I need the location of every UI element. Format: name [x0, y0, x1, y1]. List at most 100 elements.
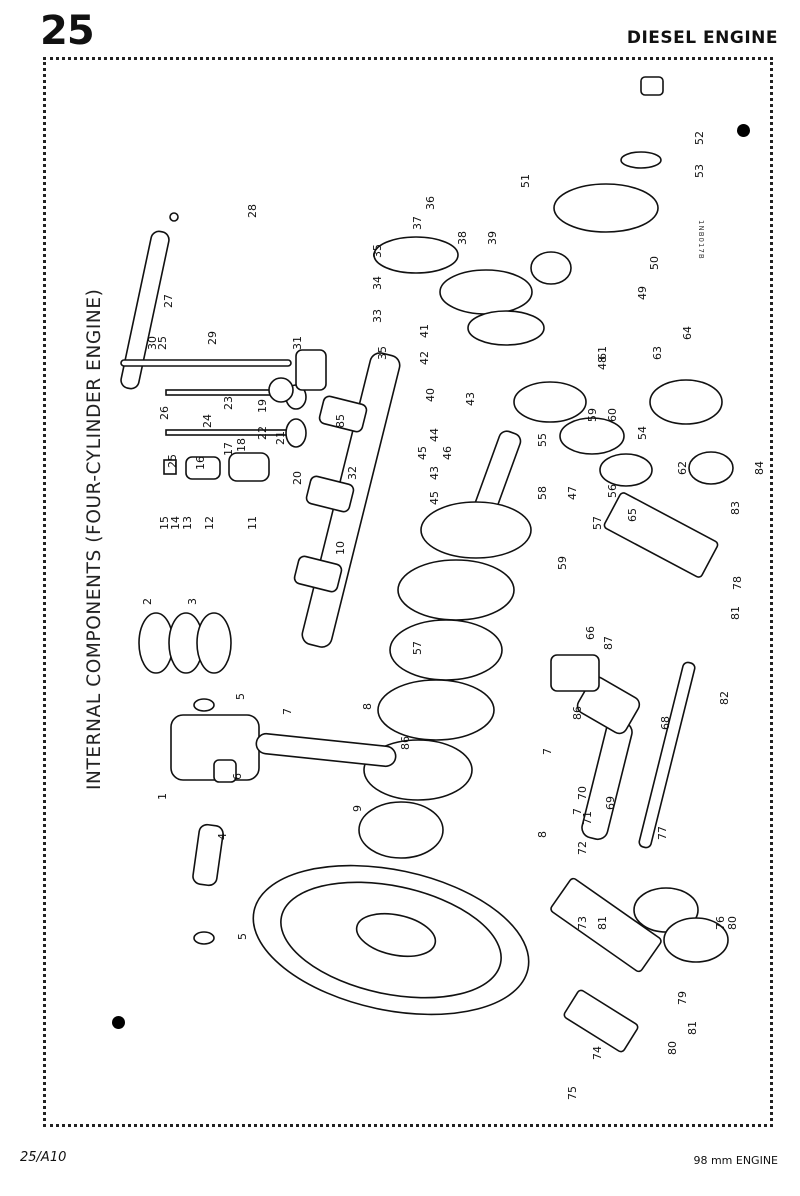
callout-21: 21 [274, 431, 287, 445]
callout-65: 65 [626, 508, 639, 522]
callout-35: 35 [376, 346, 389, 360]
callout-44: 44 [428, 428, 441, 442]
callout-64: 64 [681, 326, 694, 340]
timing-gears [373, 76, 734, 487]
callout-10: 10 [334, 541, 347, 555]
section-title: DIESEL ENGINE [626, 28, 778, 48]
callout-45: 45 [416, 446, 429, 460]
callout-49: 49 [636, 286, 649, 300]
callout-75: 75 [566, 1086, 579, 1100]
callout-81: 81 [686, 1021, 699, 1035]
callout-14: 14 [169, 516, 182, 530]
callout-72: 72 [576, 841, 589, 855]
callout-4: 4 [216, 833, 229, 840]
callout-23: 23 [222, 396, 235, 410]
callout-31: 31 [291, 336, 304, 350]
callout-57: 57 [411, 641, 424, 655]
callout-52: 52 [693, 131, 706, 145]
callout-86: 86 [399, 736, 412, 750]
callout-54: 54 [636, 426, 649, 440]
callout-11: 11 [246, 516, 259, 530]
callout-36: 36 [424, 196, 437, 210]
crankshaft [358, 430, 532, 859]
piston-assembly [138, 612, 397, 945]
callout-59: 59 [556, 556, 569, 570]
footer-engine-label: 98 mm ENGINE [693, 1154, 778, 1167]
callout-26: 26 [158, 406, 171, 420]
callout-17: 17 [222, 442, 235, 456]
valve-springs [163, 452, 270, 482]
callout-50: 50 [648, 256, 661, 270]
callout-37: 37 [411, 216, 424, 230]
callout-35: 35 [371, 244, 384, 258]
callout-77: 77 [656, 826, 669, 840]
figure-frame [43, 57, 773, 1127]
callout-47: 47 [566, 486, 579, 500]
callout-46: 46 [441, 446, 454, 460]
callout-1: 1 [156, 793, 169, 800]
callout-13: 13 [181, 516, 194, 530]
callout-18: 18 [235, 438, 248, 452]
callout-30: 30 [146, 336, 159, 350]
callout-19: 19 [256, 399, 269, 413]
callout-24: 24 [201, 414, 214, 428]
callout-5: 5 [236, 933, 249, 940]
binding-hole-top [737, 124, 750, 137]
callout-7: 7 [541, 748, 554, 755]
callout-82: 82 [718, 691, 731, 705]
callout-48: 48 [596, 356, 609, 370]
callout-38: 38 [456, 231, 469, 245]
callout-42: 42 [418, 351, 431, 365]
callout-71: 71 [581, 811, 594, 825]
page-number: 25 [40, 8, 95, 54]
callout-43: 43 [464, 392, 477, 406]
callout-40: 40 [424, 388, 437, 402]
callout-7: 7 [281, 708, 294, 715]
callout-12: 12 [203, 516, 216, 530]
callout-16: 16 [194, 456, 207, 470]
camshaft [293, 352, 401, 648]
callout-70: 70 [576, 786, 589, 800]
callout-43: 43 [428, 466, 441, 480]
callout-22: 22 [256, 426, 269, 440]
callout-60: 60 [606, 408, 619, 422]
callout-57: 57 [591, 516, 604, 530]
callout-55: 55 [536, 433, 549, 447]
exploded-parts-diagram: 1 2 3 4 5 5 6 7 7 7 8 8 9 10 11 12 13 14… [120, 76, 766, 1100]
callout-51: 51 [519, 174, 532, 188]
rocker-shaft [120, 212, 179, 390]
callout-28: 28 [246, 204, 259, 218]
callout-59: 59 [586, 408, 599, 422]
callout-15: 15 [158, 516, 171, 530]
callout-39: 39 [486, 231, 499, 245]
callout-41: 41 [418, 324, 431, 338]
callout-25: 25 [166, 454, 179, 468]
callout-62: 62 [676, 461, 689, 475]
callout-80: 80 [726, 916, 739, 930]
callout-74: 74 [591, 1046, 604, 1060]
oil-pump-assembly [550, 492, 729, 1053]
callout-20: 20 [291, 471, 304, 485]
flywheel [252, 864, 530, 1016]
callout-32: 32 [346, 466, 359, 480]
callout-86: 86 [571, 706, 584, 720]
callout-7: 7 [571, 808, 584, 815]
callout-5: 5 [234, 693, 247, 700]
callout-27: 27 [162, 294, 175, 308]
callout-81: 81 [729, 606, 742, 620]
callout-9: 9 [351, 805, 364, 812]
callout-76: 76 [714, 916, 727, 930]
callout-73: 73 [576, 916, 589, 930]
callout-83: 83 [729, 501, 742, 515]
callout-69: 69 [604, 796, 617, 810]
callout-33: 33 [371, 309, 384, 323]
callout-66: 66 [584, 626, 597, 640]
callout-61: 61 [596, 346, 609, 360]
footer-page-code: 25/A10 [20, 1150, 67, 1165]
callout-6: 6 [231, 773, 244, 780]
callout-85: 85 [334, 414, 347, 428]
callout-29: 29 [206, 331, 219, 345]
callout-63: 63 [651, 346, 664, 360]
callout-45: 45 [428, 491, 441, 505]
callout-84: 84 [753, 461, 766, 475]
